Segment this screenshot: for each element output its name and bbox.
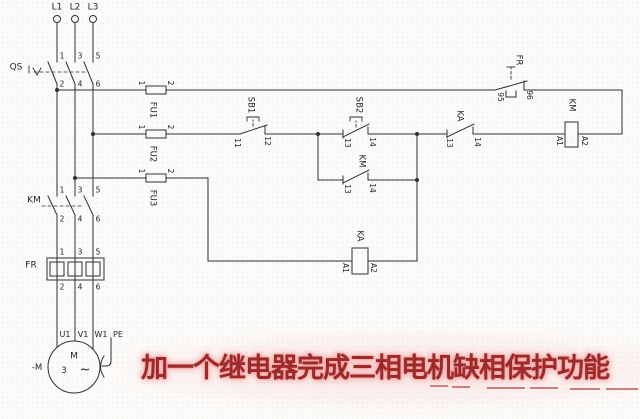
ka-coil-branch [74, 173, 418, 275]
control-line-top [56, 66, 623, 148]
caption-text: 加一个继电器完成三相电机缺相保护功能 [141, 353, 610, 384]
km-coil-symbol [564, 121, 579, 148]
fr-nc-contact-symbol [494, 66, 528, 98]
motor-symbol [47, 337, 112, 394]
sb2-start-button-symbol [342, 116, 370, 139]
sb1-stop-button-symbol [239, 116, 268, 135]
supply-terminals [53, 15, 97, 23]
qs-disconnector-symbol [28, 61, 94, 85]
km-aux-no-contact-symbol [342, 169, 370, 185]
junction-dots [55, 88, 419, 182]
pe-wire [101, 337, 112, 367]
km-aux-branch [317, 133, 418, 262]
phase-wires [56, 22, 94, 350]
control-line-middle [92, 116, 566, 139]
caption-glow-backdrop [120, 330, 640, 410]
km-main-contacts-symbol [41, 195, 94, 216]
caption-underline-marks [430, 385, 638, 390]
fuse-fu3 [145, 173, 167, 183]
fuse-fu1 [145, 85, 167, 95]
ka-no-contact-symbol [446, 123, 475, 139]
motor-frame-arc [100, 355, 105, 378]
ka-coil-symbol [351, 247, 369, 275]
fr-thermal-heaters-symbol [46, 257, 105, 281]
fuse-fu2 [145, 129, 167, 139]
